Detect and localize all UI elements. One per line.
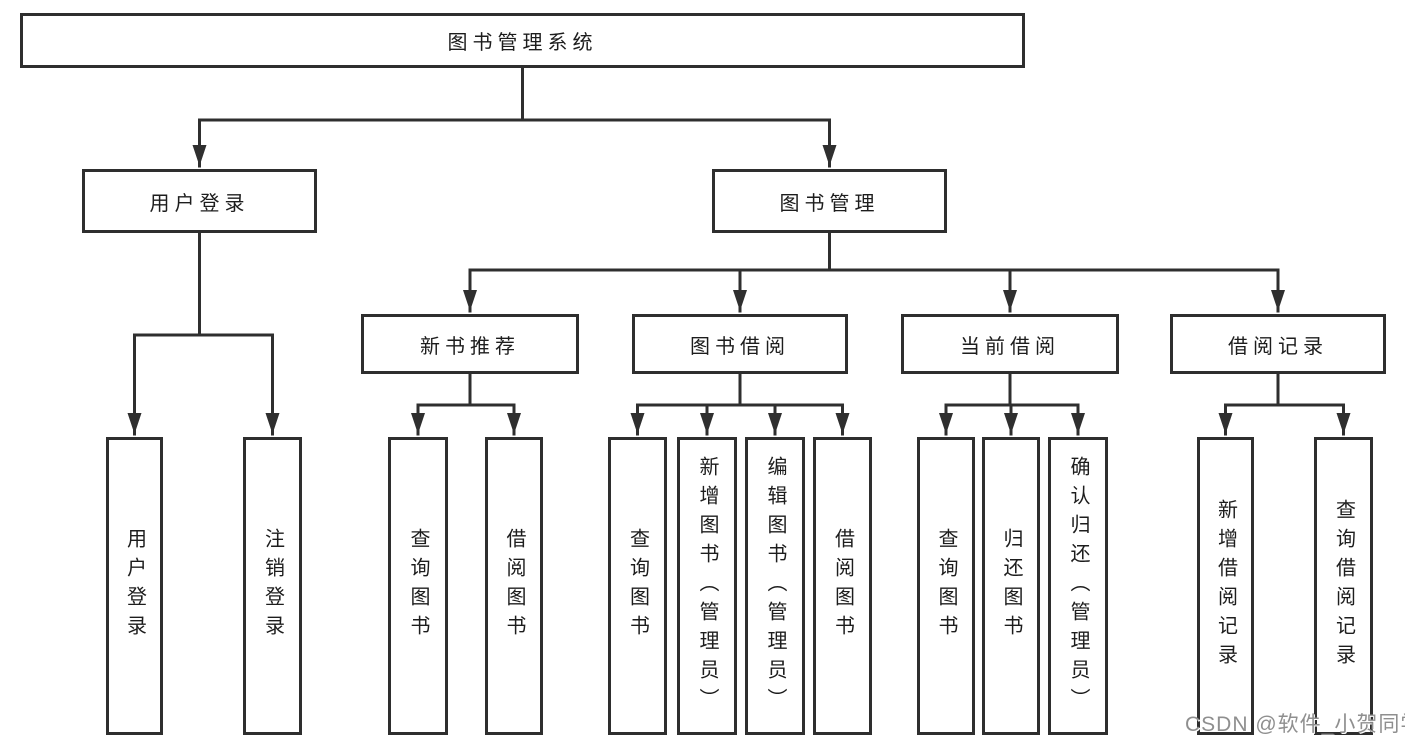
leaf-confirm-return-admin-label: 确认归还（管理员）: [1067, 455, 1089, 717]
leaf-query-books-2: 查询图书: [608, 437, 667, 735]
leaf-query-books-3: 查询图书: [917, 437, 975, 735]
leaf-query-borrow-record: 查询借阅记录: [1314, 437, 1373, 735]
node-book-management: 图书管理: [712, 169, 947, 233]
leaf-return-books-label: 归还图书: [1000, 528, 1022, 644]
leaf-borrow-books-2: 借阅图书: [813, 437, 872, 735]
watermark: CSDN @软件_小贺同学: [1185, 713, 1405, 736]
node-book-borrowing-label: 图书借阅: [690, 335, 790, 358]
leaf-borrow-books-2-label: 借阅图书: [831, 528, 854, 644]
node-borrowing-records: 借阅记录: [1170, 314, 1386, 374]
node-book-management-system-label: 图书管理系统: [447, 32, 598, 54]
leaf-add-borrow-record-label: 新增借阅记录: [1214, 499, 1237, 673]
leaf-borrow-books-1: 借阅图书: [485, 437, 543, 735]
leaf-user-login: 用户登录: [106, 437, 163, 735]
leaf-query-borrow-record-label: 查询借阅记录: [1332, 499, 1355, 673]
node-user-login: 用户登录: [82, 169, 317, 233]
leaf-query-books-1: 查询图书: [388, 437, 448, 735]
leaf-logout-label: 注销登录: [261, 528, 284, 644]
node-book-management-label: 图书管理: [779, 192, 880, 215]
leaf-borrow-books-1-label: 借阅图书: [503, 528, 525, 644]
leaf-add-borrow-record: 新增借阅记录: [1197, 437, 1254, 735]
leaf-add-books-admin-label: 新增图书（管理员）: [696, 455, 718, 717]
node-new-book-recommendation: 新书推荐: [361, 314, 579, 374]
leaf-edit-books-admin: 编辑图书（管理员）: [745, 437, 805, 735]
leaf-query-books-1-label: 查询图书: [407, 528, 429, 644]
leaf-query-books-2-label: 查询图书: [626, 528, 649, 644]
leaf-user-login-label: 用户登录: [123, 528, 146, 644]
leaf-confirm-return-admin: 确认归还（管理员）: [1048, 437, 1108, 735]
leaf-add-books-admin: 新增图书（管理员）: [677, 437, 737, 735]
node-borrowing-records-label: 借阅记录: [1228, 335, 1328, 358]
node-new-book-recommendation-label: 新书推荐: [420, 335, 520, 358]
leaf-logout: 注销登录: [243, 437, 302, 735]
node-current-borrowing: 当前借阅: [901, 314, 1119, 374]
node-current-borrowing-label: 当前借阅: [960, 335, 1060, 358]
leaf-return-books: 归还图书: [982, 437, 1040, 735]
leaf-edit-books-admin-label: 编辑图书（管理员）: [764, 455, 786, 717]
leaf-query-books-3-label: 查询图书: [935, 528, 957, 644]
node-user-login-label: 用户登录: [149, 192, 250, 215]
node-book-borrowing: 图书借阅: [632, 314, 848, 374]
node-book-management-system: 图书管理系统: [20, 13, 1025, 68]
